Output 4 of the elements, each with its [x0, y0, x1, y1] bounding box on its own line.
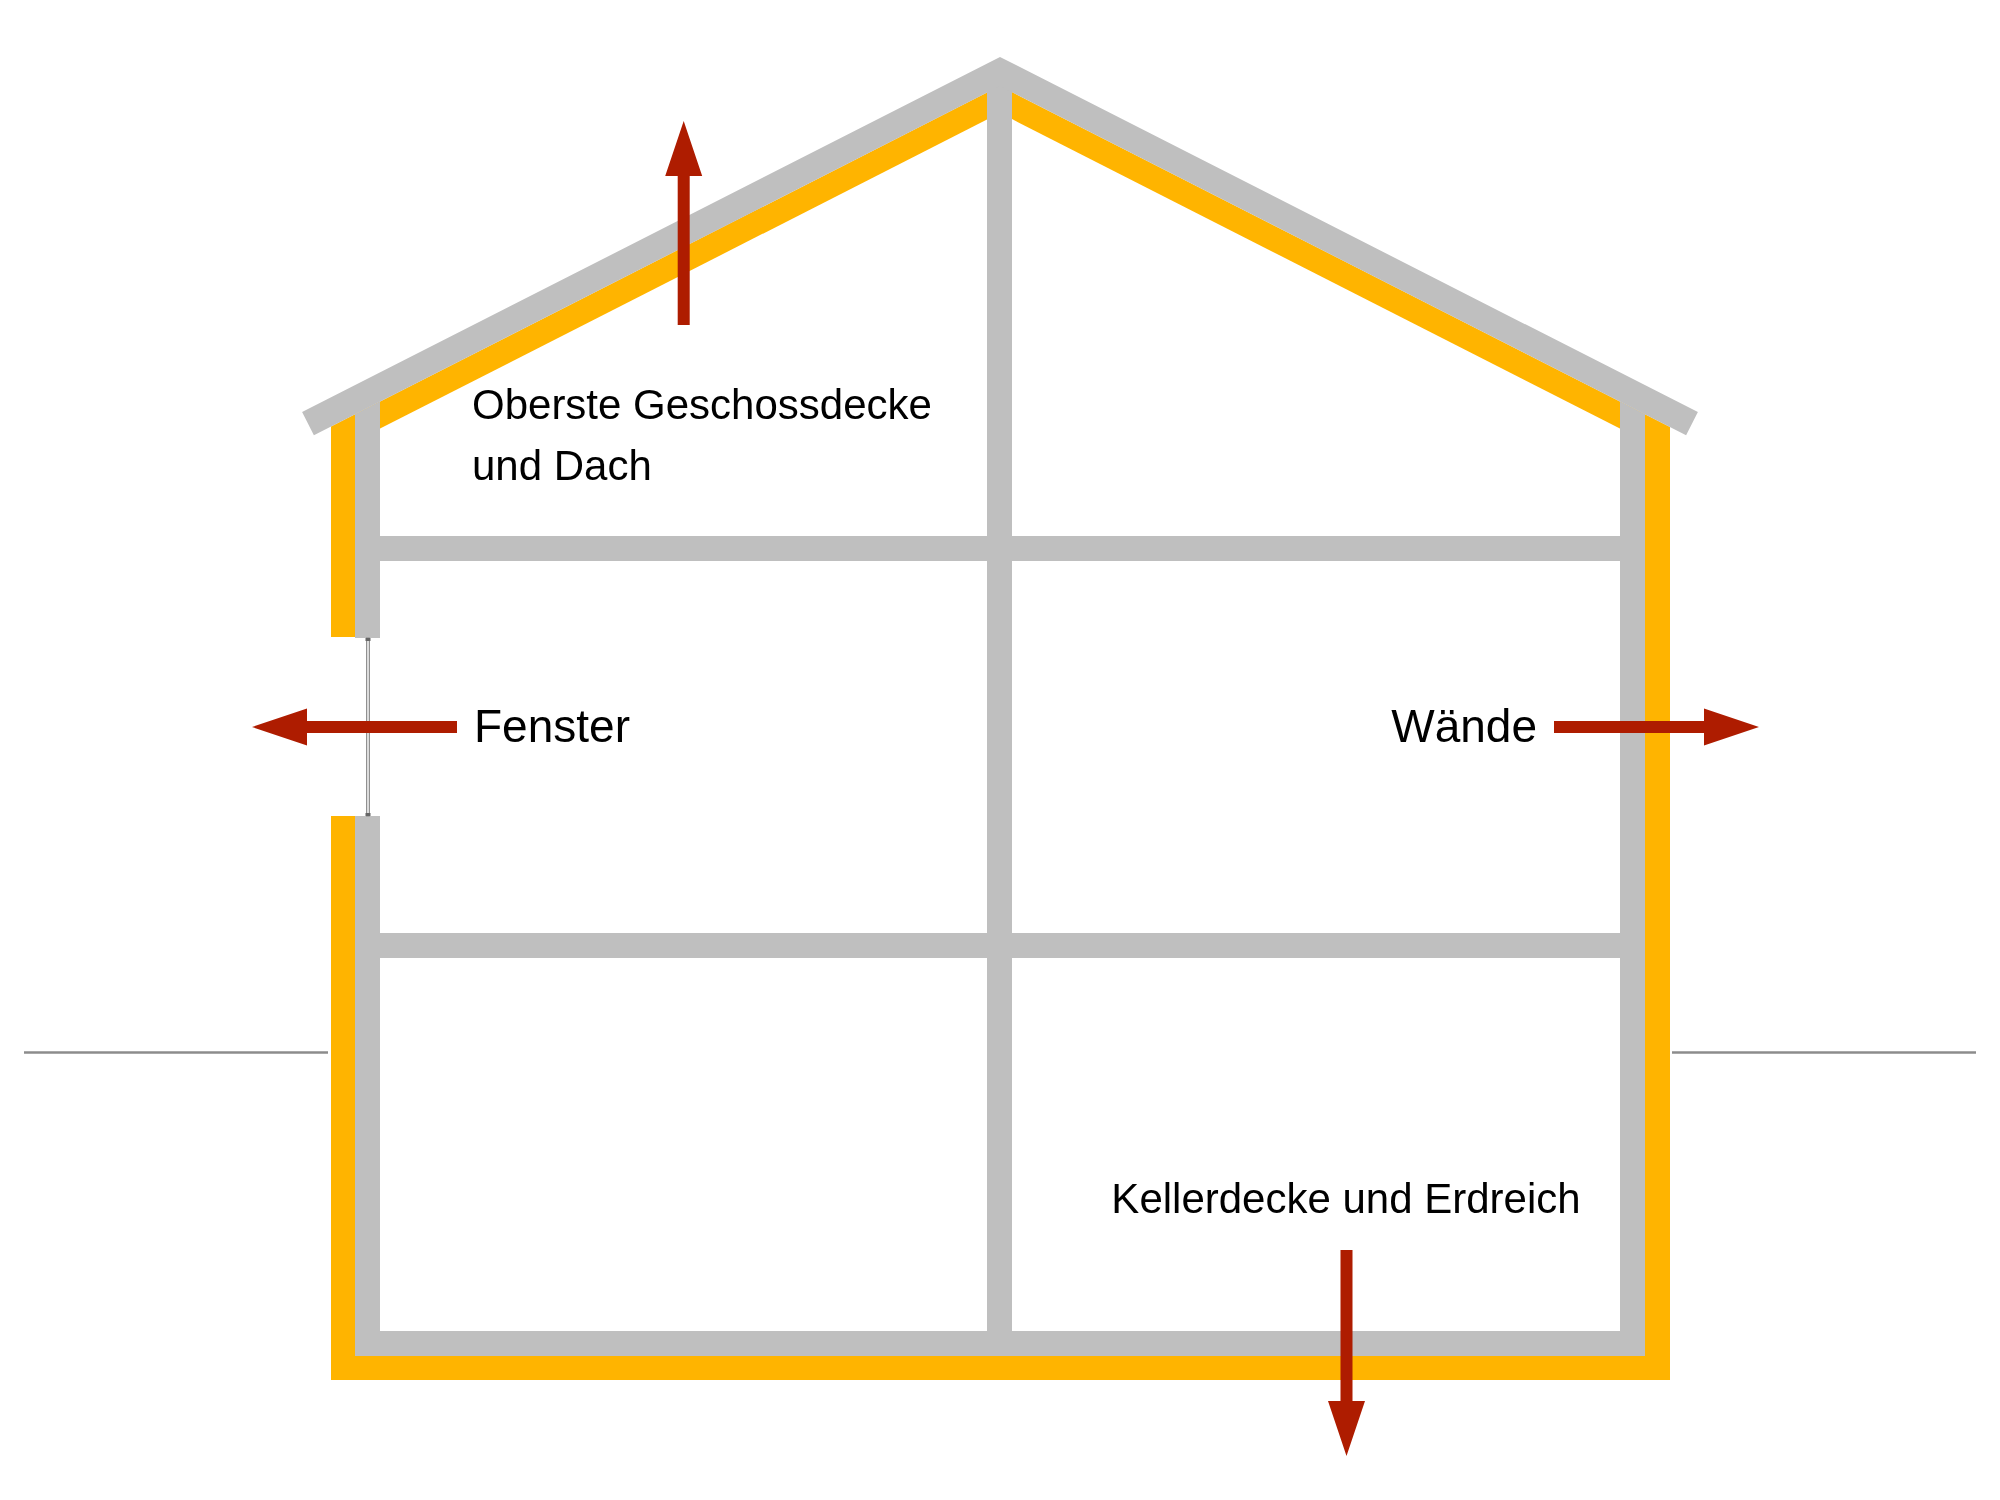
annotation-text: Wände [1391, 699, 1537, 754]
annotation-text: Oberste Geschossdecke und Dach [472, 380, 933, 491]
annotation-text: Kellerdecke und Erdreich [1111, 1174, 1581, 1224]
annotation-text: Fenster [474, 699, 630, 754]
